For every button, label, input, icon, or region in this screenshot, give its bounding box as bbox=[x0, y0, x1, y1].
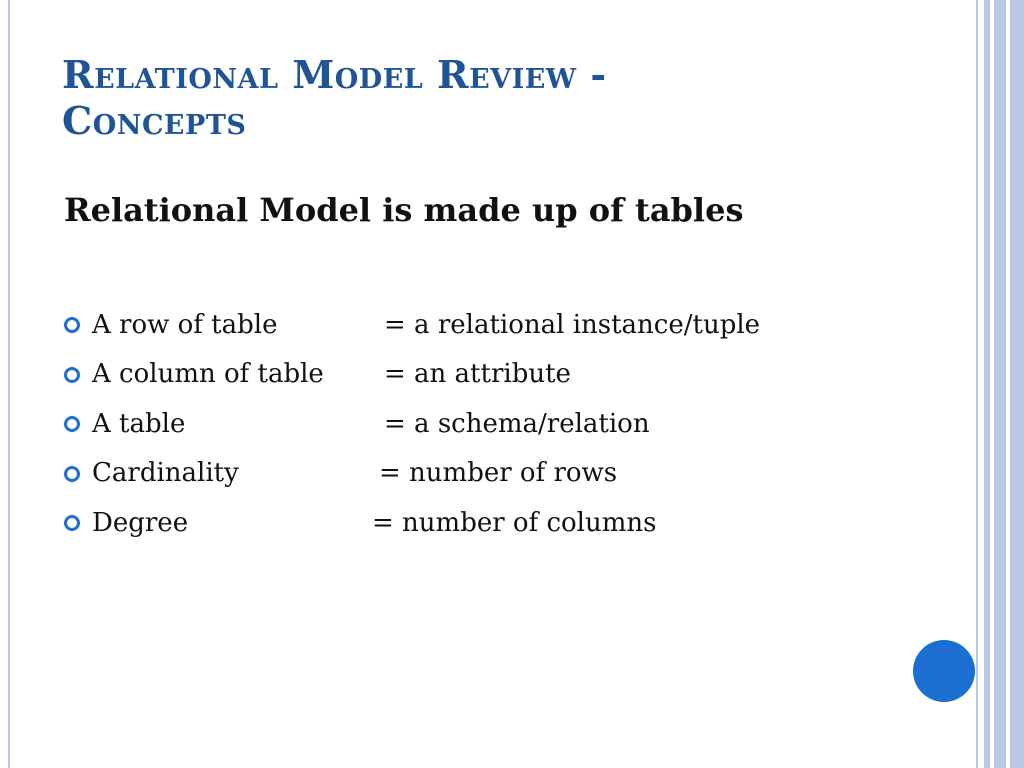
hollow-circle-bullet-icon bbox=[64, 515, 80, 531]
slide-subtitle: Relational Model is made up of tables bbox=[64, 191, 744, 229]
right-stripe bbox=[976, 0, 978, 768]
bullet-term: A table bbox=[92, 408, 186, 439]
right-stripe-gap bbox=[1006, 0, 1010, 768]
bullet-term: A row of table bbox=[92, 309, 278, 340]
slide-title-line2: Concepts bbox=[62, 98, 247, 143]
hollow-circle-bullet-icon bbox=[64, 416, 80, 432]
bullet-definition: = number of rows bbox=[379, 458, 618, 489]
hollow-circle-bullet-icon bbox=[64, 317, 80, 333]
right-stripe bbox=[994, 0, 1006, 768]
slide-title-line1: Relational Model Review - bbox=[62, 52, 607, 97]
bullet-definition: = a schema/relation bbox=[384, 408, 650, 439]
accent-circle bbox=[913, 640, 975, 702]
hollow-circle-bullet-icon bbox=[64, 465, 80, 482]
bullet-definition: = number of columns bbox=[372, 507, 657, 538]
slide-title: Relational Model Review - Concepts bbox=[62, 52, 922, 144]
right-stripe bbox=[984, 0, 990, 768]
left-frame-line bbox=[8, 0, 10, 768]
bullet-definition: = a relational instance/tuple bbox=[384, 309, 761, 340]
bullet-term: Degree bbox=[92, 507, 189, 538]
hollow-circle-bullet-icon bbox=[64, 366, 80, 383]
bullet-term: A column of table bbox=[92, 359, 324, 390]
right-stripe bbox=[1010, 0, 1024, 768]
bullet-definition: = an attribute bbox=[384, 359, 571, 390]
right-stripe-gap bbox=[990, 0, 994, 768]
bullet-term: Cardinality bbox=[92, 458, 239, 489]
